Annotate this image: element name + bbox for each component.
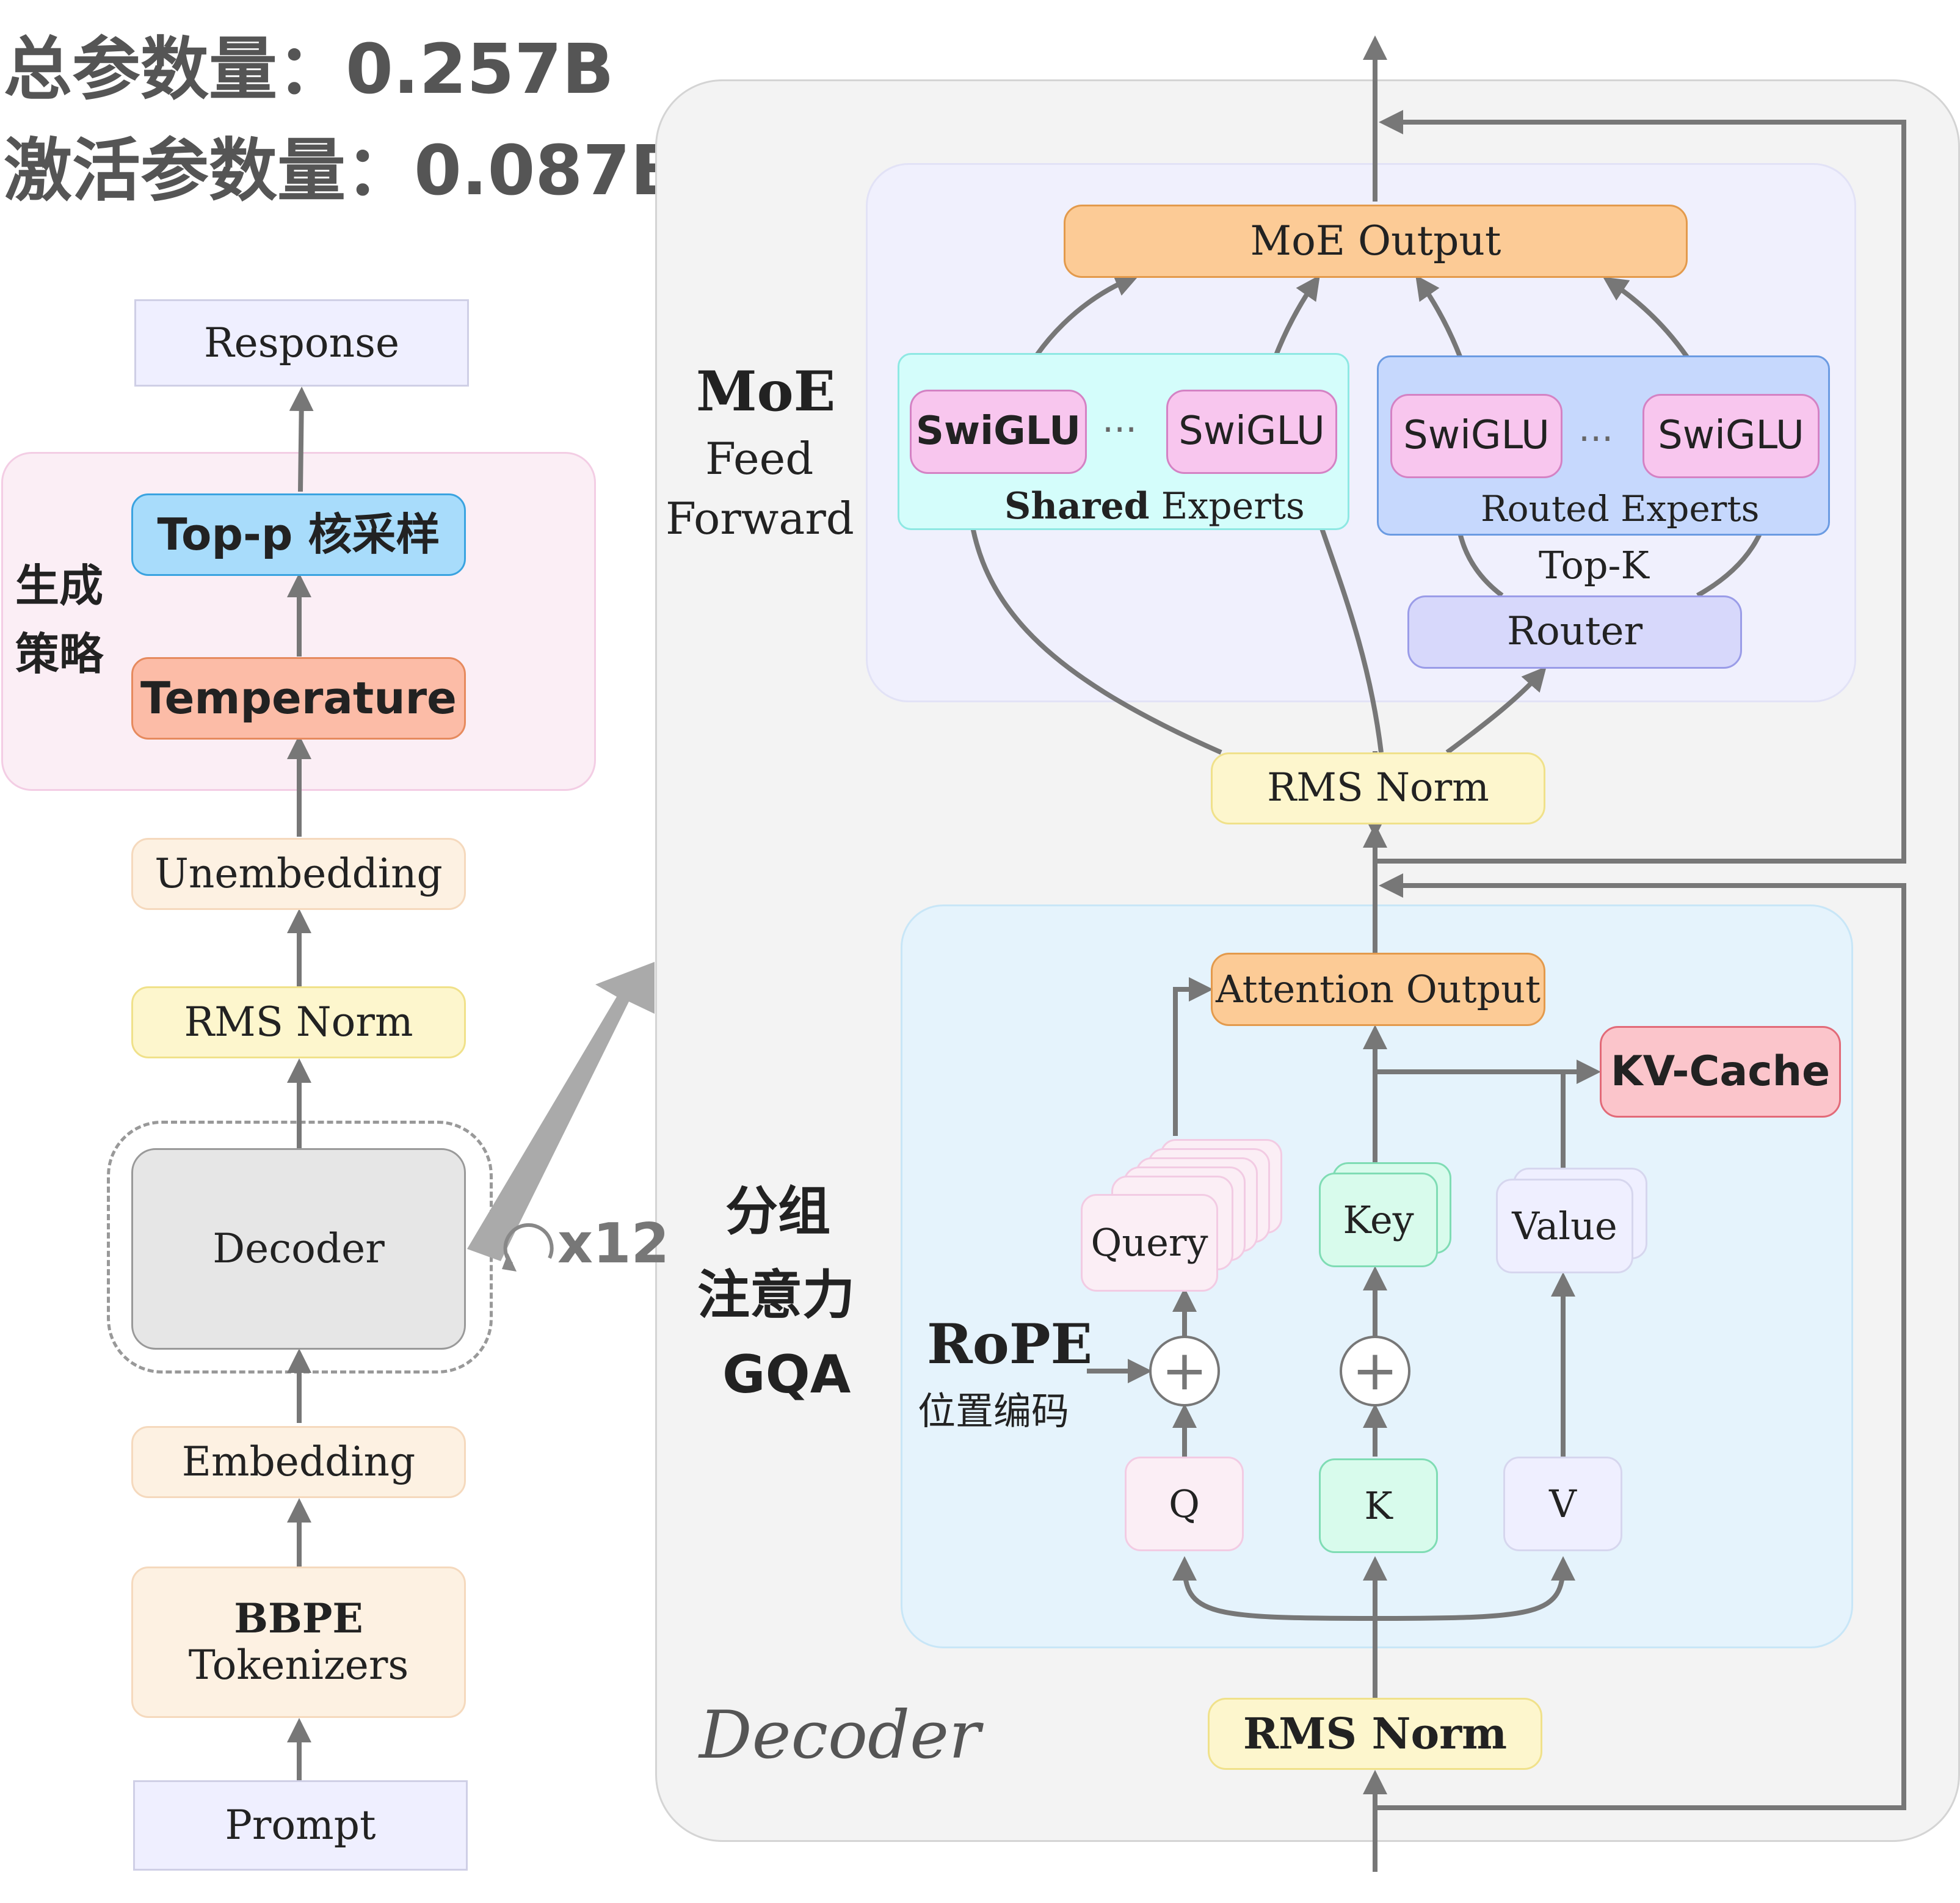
routed-swiglu-1: SwiGLU: [1390, 394, 1563, 478]
shared-rest: Experts: [1149, 485, 1305, 528]
loop-icon: [503, 1223, 554, 1266]
moe-output-box: MoE Output: [1064, 205, 1688, 278]
rope-label: RoPE: [927, 1312, 1093, 1377]
key-add-circle: +: [1340, 1336, 1410, 1406]
tokenizer-line-1: BBPE: [234, 1595, 363, 1643]
shared-experts-label: Shared Experts: [1004, 486, 1305, 528]
value-box: Value: [1496, 1179, 1633, 1273]
zoom-connector-arrow: [467, 962, 655, 1261]
strategy-label-1: 生成: [15, 560, 104, 611]
active-params-label: 激活参数量：0.087B: [4, 131, 683, 211]
prompt-box: Prompt: [133, 1780, 468, 1871]
decoder-panel-title: Decoder: [699, 1697, 981, 1774]
total-params-label: 总参数量：0.257B: [4, 30, 614, 109]
decoder-box: Decoder: [131, 1148, 466, 1350]
query-box: Query: [1081, 1194, 1218, 1292]
response-box: Response: [134, 299, 469, 387]
shared-swiglu-1: SwiGLU: [910, 390, 1087, 474]
v-box: V: [1503, 1457, 1622, 1551]
routed-dots: ···: [1578, 418, 1614, 460]
k-box: K: [1319, 1458, 1438, 1553]
kv-cache-box: KV-Cache: [1600, 1026, 1841, 1118]
routed-swiglu-2: SwiGLU: [1642, 394, 1820, 478]
gqa-label-3: GQA: [722, 1344, 851, 1405]
top-p-box: Top-p 核采样: [131, 493, 466, 576]
embedding-box: Embedding: [131, 1426, 466, 1498]
tokenizer-line-2: Tokenizers: [188, 1642, 409, 1689]
strategy-label-2: 策略: [15, 628, 104, 680]
attention-output-box: Attention Output: [1211, 953, 1545, 1026]
router-box: Router: [1407, 595, 1742, 669]
gqa-label-1: 分组: [725, 1181, 830, 1242]
shared-dots: ···: [1102, 409, 1138, 451]
rms-norm-box: RMS Norm: [131, 986, 466, 1058]
temperature-box: Temperature: [131, 657, 466, 740]
rope-add-circle: +: [1149, 1336, 1220, 1406]
rope-sub-label: 位置编码: [918, 1389, 1070, 1433]
key-box: Key: [1319, 1173, 1438, 1267]
shared-swiglu-2: SwiGLU: [1166, 390, 1337, 474]
repeat-count: x12: [557, 1212, 670, 1276]
moe-label-3: Forward: [666, 493, 854, 544]
moe-rms-norm-box: RMS Norm: [1211, 752, 1545, 824]
attention-rms-norm-box: RMS Norm: [1208, 1698, 1542, 1770]
unembedding-box: Unembedding: [131, 838, 466, 910]
tokenizer-box: BBPE Tokenizers: [131, 1566, 466, 1718]
moe-label-2: Feed: [705, 433, 814, 484]
q-box: Q: [1125, 1457, 1244, 1551]
gqa-label-2: 注意力: [697, 1265, 855, 1326]
moe-label-1: MoE: [696, 359, 836, 424]
routed-experts-label: Routed Experts: [1481, 488, 1760, 529]
shared-bold: Shared: [1004, 485, 1150, 528]
top-k-label: Top-K: [1539, 543, 1649, 588]
